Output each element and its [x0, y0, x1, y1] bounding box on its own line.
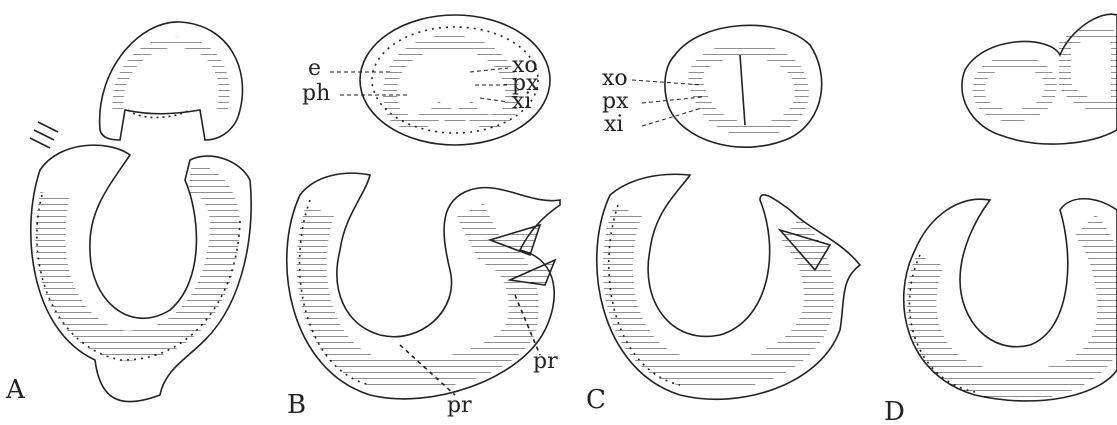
panel-a-lower-section	[30, 122, 251, 402]
label-e: e	[308, 56, 321, 81]
leader-xi-c	[642, 108, 702, 126]
panel-d-lower-section	[904, 199, 1117, 401]
panel-a-upper-section	[100, 22, 243, 140]
panel-a	[30, 22, 251, 402]
panel-label-c: C	[586, 385, 606, 415]
panel-c-lower-section	[597, 174, 860, 399]
panel-label-d: D	[884, 397, 905, 425]
label-px-c: px	[602, 89, 629, 114]
label-xi-c: xi	[604, 112, 623, 137]
panel-label-b: B	[287, 390, 306, 420]
label-ph: ph	[302, 81, 330, 106]
label-xo-c: xo	[602, 66, 628, 91]
leader-xi-b	[480, 98, 508, 102]
label-pr-bottom: pr	[447, 393, 472, 418]
label-pr-right: pr	[533, 349, 558, 374]
panel-d	[904, 14, 1117, 401]
panel-b-lower-section	[287, 173, 560, 399]
panel-c-upper-section	[665, 25, 822, 147]
panel-d-upper-section	[962, 14, 1117, 144]
panel-c	[597, 25, 860, 399]
leader-px-c	[642, 97, 702, 103]
panel-label-a: A	[5, 375, 26, 405]
label-xi-b: xi	[512, 89, 531, 114]
